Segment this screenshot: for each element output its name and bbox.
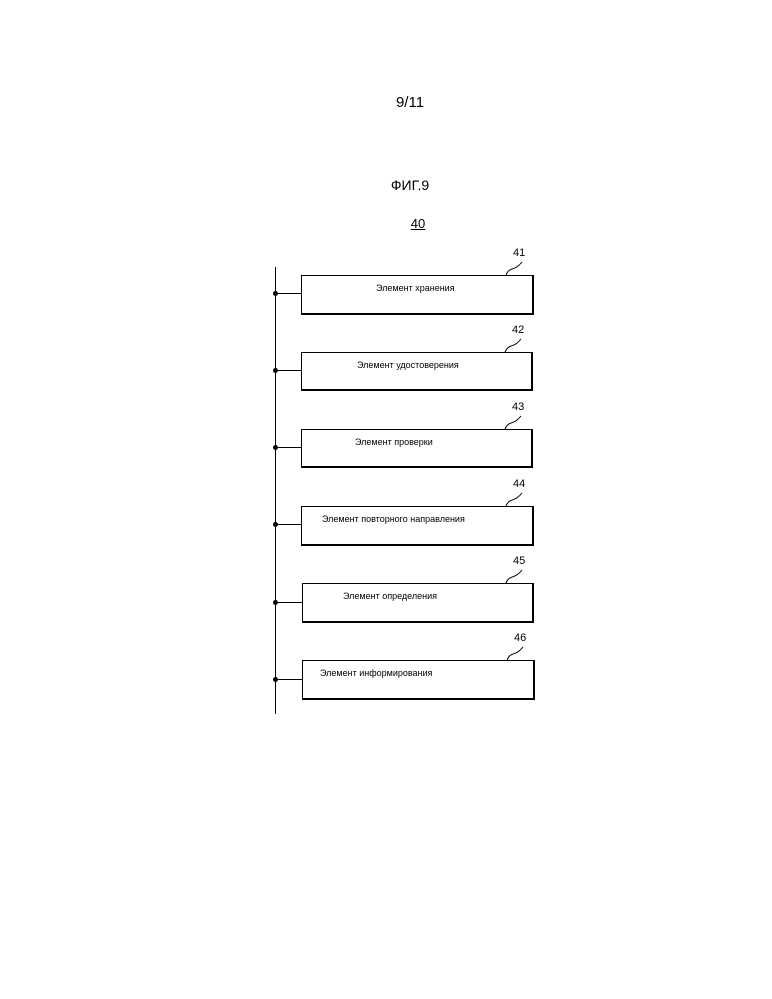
block-verification-element: Элемент проверки [301,429,533,468]
block-label: Элемент информирования [320,668,432,678]
leader-line [503,414,523,430]
block-reference-number: 46 [514,632,526,644]
junction-node [273,291,278,296]
connector-line [275,370,302,371]
block-reference-number: 42 [512,324,524,336]
diagram-reference-number: 40 [0,216,772,231]
connector-line [275,293,302,294]
block-reference-number: 45 [513,555,525,567]
connector-line [275,447,302,448]
block-determination-element: Элемент определения [302,583,534,623]
junction-node [273,600,278,605]
junction-node [273,677,278,682]
block-label: Элемент повторного направления [322,514,465,524]
block-reference-number: 43 [512,401,524,413]
block-reference-number: 41 [513,247,525,259]
junction-node [273,445,278,450]
block-label: Элемент удостоверения [357,360,459,370]
leader-line [504,260,524,276]
bus-line [275,267,276,714]
block-label: Элемент проверки [355,437,433,447]
block-redirection-element: Элемент повторного направления [301,506,534,546]
leader-line [503,337,523,353]
block-reference-number: 44 [513,478,525,490]
junction-node [273,368,278,373]
block-label: Элемент определения [343,591,437,601]
leader-line [505,645,525,661]
block-label: Элемент хранения [376,283,455,293]
connector-line [275,524,302,525]
connector-line [275,602,303,603]
connector-line [275,679,303,680]
leader-line [504,491,524,507]
figure-title: ФИГ.9 [0,177,772,193]
block-notification-element: Элемент информирования [302,660,535,700]
block-storage-element: Элемент хранения [301,275,534,315]
junction-node [273,522,278,527]
page-number: 9/11 [0,94,772,111]
block-authentication-element: Элемент удостоверения [301,352,533,391]
leader-line [504,568,524,584]
